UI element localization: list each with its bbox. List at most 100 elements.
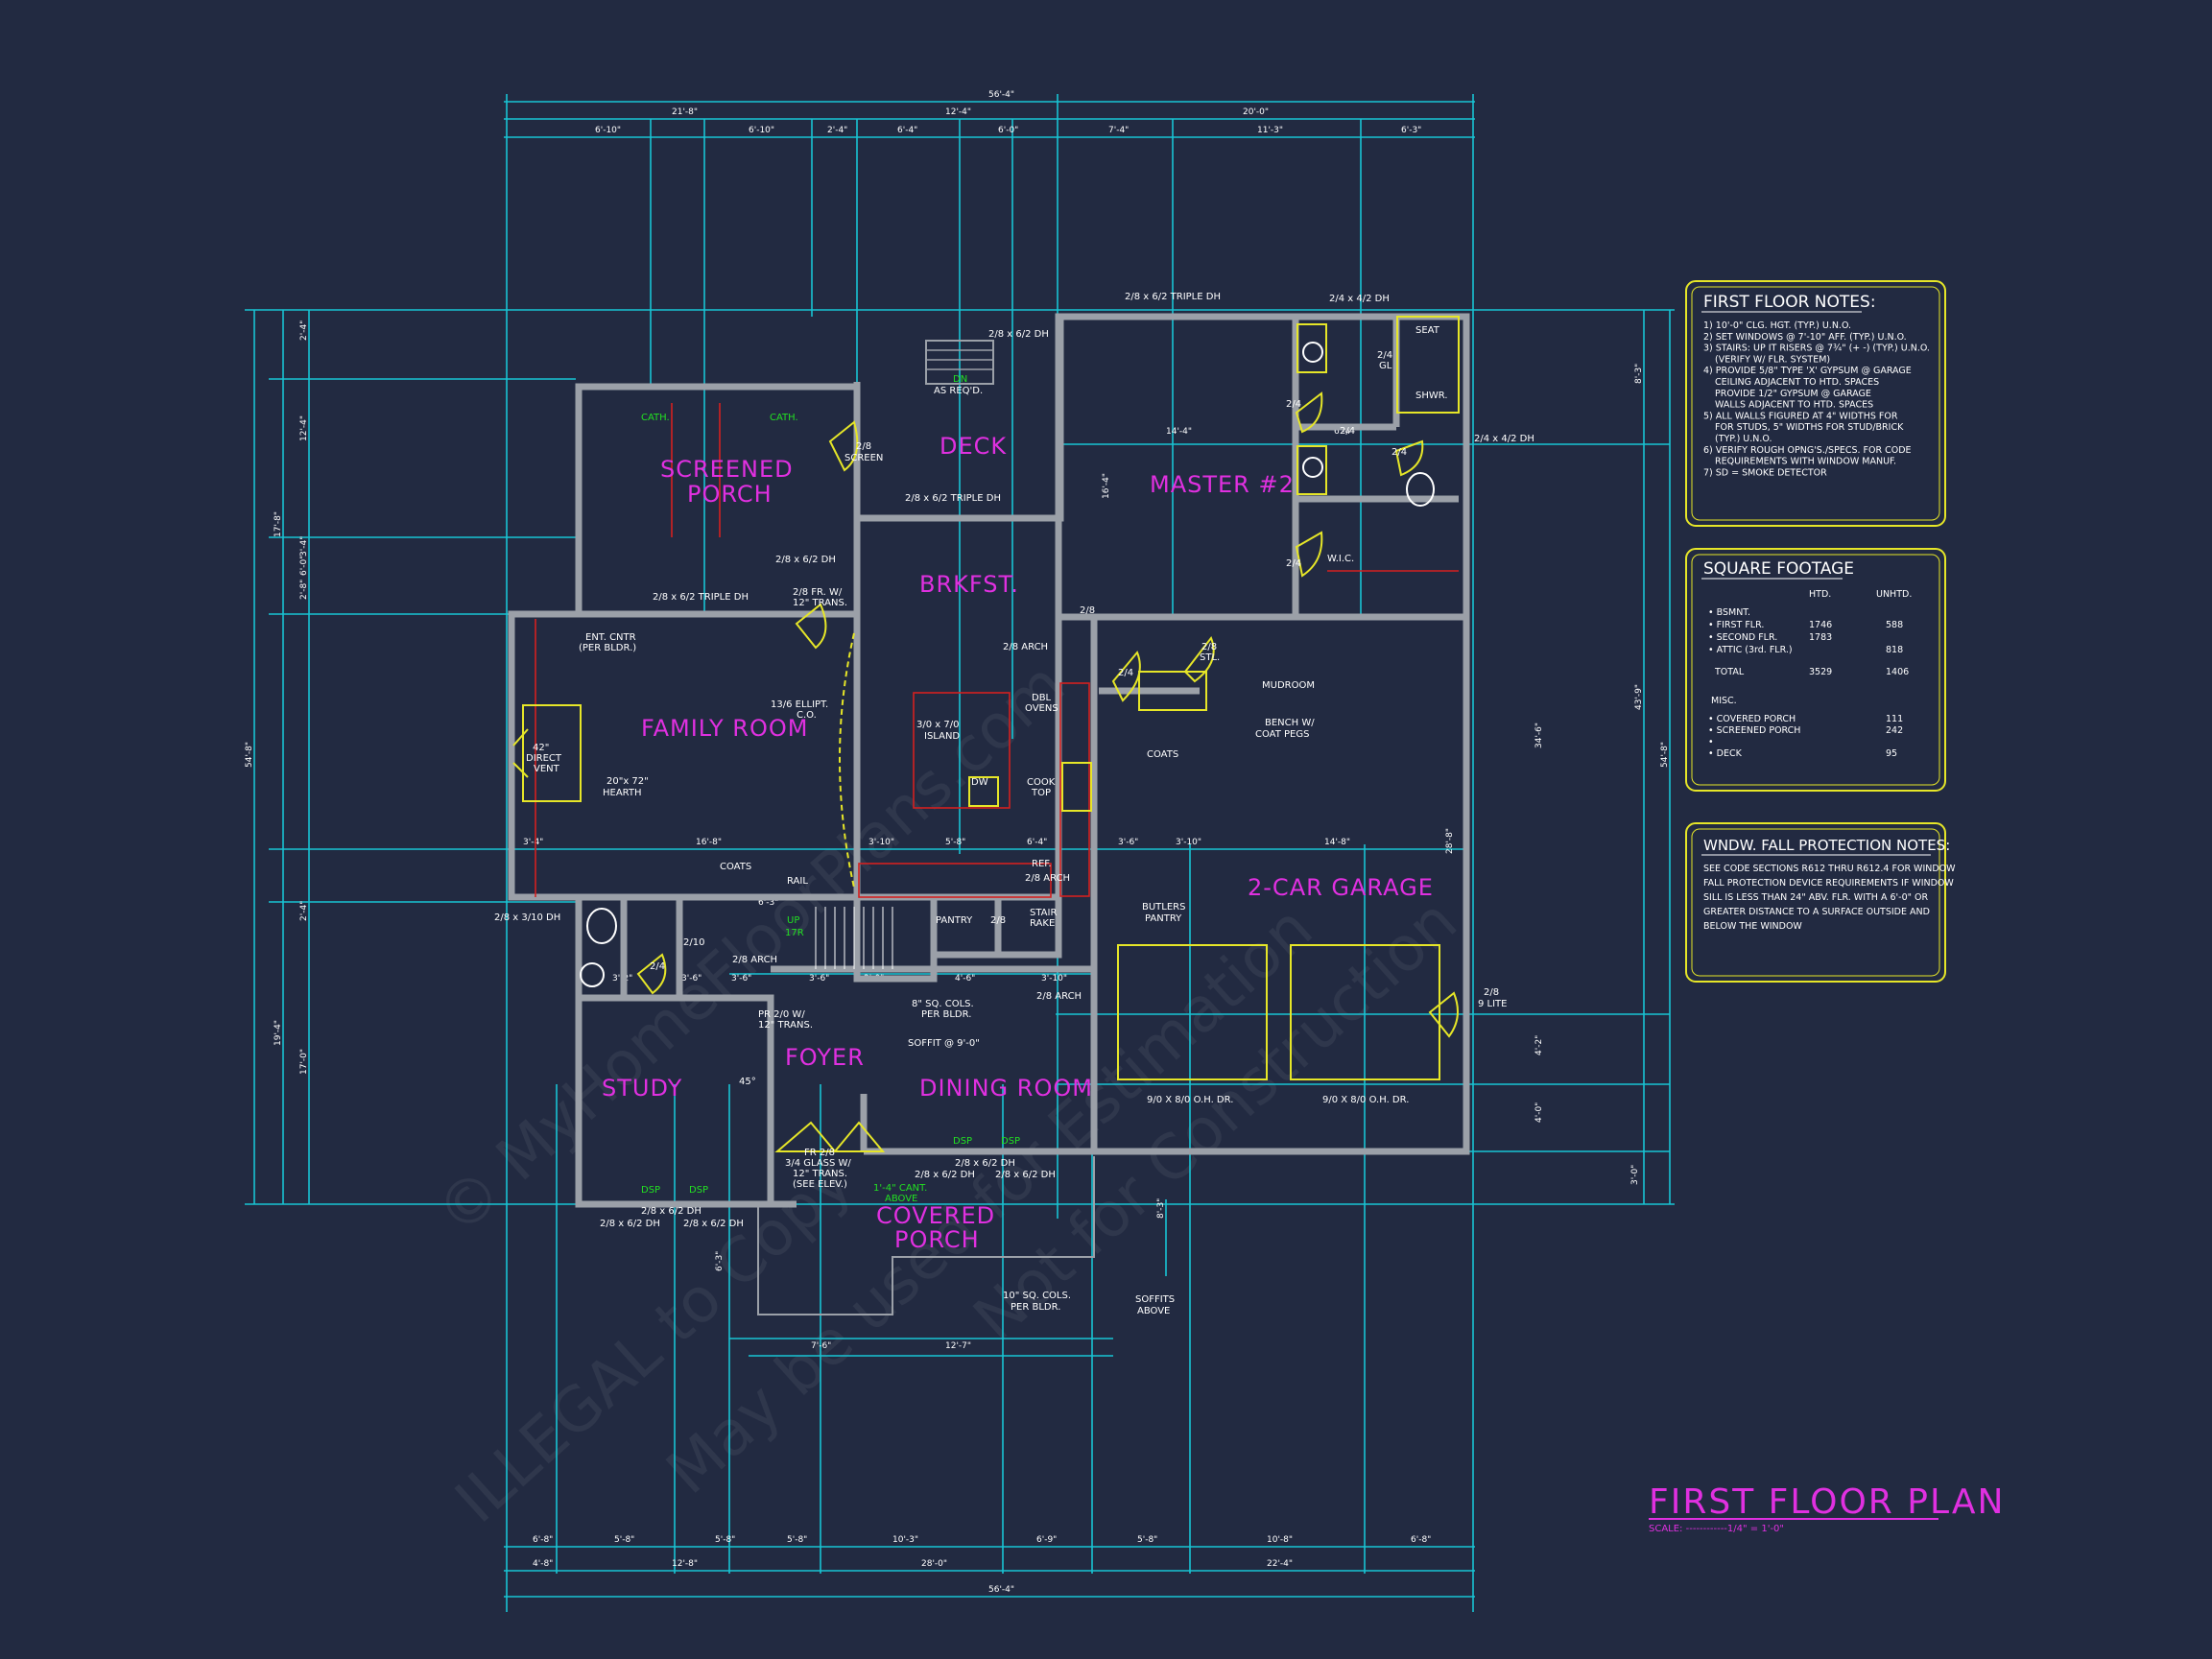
dim-int-11: 14'-8" — [1324, 838, 1350, 847]
label-hearth-1: 20"x 72" — [607, 776, 649, 787]
label-cath-1: CATH. — [641, 413, 670, 423]
dim-bot-11: 12'-8" — [672, 1559, 698, 1569]
label-cant-2: ABOVE — [885, 1194, 917, 1204]
dim-left-8: 2'-4" — [299, 901, 309, 921]
fall-protection-box: WNDW. FALL PROTECTION NOTES: SEE CODE SE… — [1685, 822, 1956, 983]
dim-top-10: 11'-3" — [1257, 126, 1283, 135]
square-footage-box: SQUARE FOOTAGE HTD. UNHTD. • BSMNT.• FIR… — [1685, 548, 1946, 792]
dim-left-6: 6'-0" — [299, 556, 309, 576]
note-line: WALLS ADJACENT TO HTD. SPACES — [1715, 400, 1873, 411]
dim-right-5: 4'-0" — [1534, 1102, 1544, 1123]
dim-int-7: 5'-8" — [945, 838, 965, 847]
sqft-misc-title: MISC. — [1711, 696, 1737, 706]
note-line: FOR STUDS, 5" WIDTHS FOR STUD/BRICK — [1715, 422, 1904, 433]
walls — [508, 313, 1470, 1315]
label-dsp-dining-1: DSP — [953, 1136, 972, 1147]
misc-row-label: • DECK — [1708, 748, 1743, 759]
note-line: 2) SET WINDOWS @ 7'-10" AFF. (TYP.) U.N.… — [1703, 332, 1907, 343]
label-door-28-pantry: 2/8 — [990, 915, 1006, 926]
label-as-reqd: AS REQ'D. — [934, 386, 983, 396]
dim-int-22: 12'-7" — [945, 1341, 971, 1351]
notes-title: FIRST FLOOR NOTES: — [1703, 293, 1876, 312]
sqft-row-htd: 3529 — [1809, 667, 1832, 677]
dim-int-20: 3'-10" — [1041, 974, 1067, 984]
label-nine-lite-2: 9 LITE — [1478, 999, 1508, 1009]
room-study: STUDY — [602, 1075, 682, 1102]
label-door-gl-2: GL — [1379, 361, 1392, 371]
misc-row-label: • SCREENED PORCH — [1708, 725, 1800, 736]
label-bench-1: BENCH W/ — [1265, 718, 1315, 728]
label-dh-study-1: 2/8 x 6/2 DH — [641, 1206, 702, 1217]
label-ellipt-1: 13/6 ELLIPT. — [771, 699, 828, 710]
label-door-24-d: 2/4 — [1286, 558, 1301, 569]
label-up: UP — [787, 915, 799, 926]
dim-top-overall: 56'-4" — [988, 90, 1014, 100]
sqft-row-label: • FIRST FLR. — [1708, 620, 1764, 630]
label-cant-1: 1'-4" CANT. — [873, 1183, 927, 1194]
dim-bot-13: 22'-4" — [1267, 1559, 1293, 1569]
label-ent-cntr-2: (PER BLDR.) — [579, 643, 636, 653]
label-ellipt-2: C.O. — [797, 710, 817, 721]
label-ref: REF. — [1032, 859, 1052, 869]
label-door-28: 2/8 — [1080, 605, 1095, 616]
dim-top-6: 2'-4" — [827, 126, 847, 135]
label-door-28-stl-2: STL. — [1200, 652, 1220, 663]
dim-int-24: 6'-3" — [715, 1251, 725, 1271]
label-stair-rake-1: STAIR — [1030, 908, 1057, 918]
dim-top-5: 6'-10" — [749, 126, 774, 135]
misc-row-value: 95 — [1886, 748, 1897, 759]
label-rail: RAIL — [787, 876, 808, 887]
label-screen-2: SCREEN — [844, 453, 883, 463]
room-covered-porch-2: PORCH — [894, 1226, 980, 1253]
dim-bot-7: 5'-8" — [1137, 1535, 1157, 1545]
dim-left-overall: 54'-8" — [245, 742, 254, 768]
label-pr-trans-2: 12" TRANS. — [758, 1020, 813, 1031]
dim-int-6: 3'-10" — [868, 838, 894, 847]
room-master: MASTER #2 — [1150, 471, 1295, 498]
label-door-24-a: 2/4 — [1286, 399, 1301, 410]
label-cook-top-2: TOP — [1031, 788, 1051, 798]
label-door-210: 2/10 — [683, 937, 704, 948]
label-soffits-1: SOFFITS — [1135, 1294, 1175, 1305]
label-fr-trans-2: 12" TRANS. — [793, 598, 847, 608]
misc-row-value: 111 — [1886, 714, 1903, 724]
sqft-row-htd: 1783 — [1809, 632, 1832, 643]
fall-title: WNDW. FALL PROTECTION NOTES: — [1703, 837, 1950, 854]
dim-int-9: 3'-6" — [1118, 838, 1138, 847]
dim-bot-3: 5'-8" — [715, 1535, 735, 1545]
label-ref-arch: 2/8 ARCH — [1025, 873, 1070, 884]
label-up-risers: 17R — [785, 928, 804, 938]
dim-right-3: 34'-6" — [1534, 723, 1544, 748]
label-dbl-ovens-2: OVENS — [1025, 703, 1058, 714]
dim-top-3: 20'-0" — [1243, 107, 1269, 117]
label-triple-dh-top: 2/8 x 6/2 TRIPLE DH — [1125, 292, 1221, 302]
sqft-row-htd: 1746 — [1809, 620, 1832, 630]
label-door-24-b: 2/4 — [1340, 426, 1355, 437]
label-dsp-study-2: DSP — [689, 1185, 708, 1196]
dim-top-4: 6'-10" — [595, 126, 621, 135]
label-entry-4: (SEE ELEV.) — [793, 1179, 847, 1190]
label-dh-310: 2/8 x 3/10 DH — [494, 912, 560, 923]
dim-int-10: 3'-10" — [1176, 838, 1201, 847]
dim-bot-5: 10'-3" — [892, 1535, 918, 1545]
note-line: (TYP.) U.N.O. — [1715, 434, 1772, 444]
label-door-gl-1: 2/4 — [1377, 350, 1392, 361]
label-cols-10-2: PER BLDR. — [1011, 1302, 1060, 1313]
note-line: REQUIREMENTS WITH WINDOW MANUF. — [1715, 457, 1896, 467]
dim-top-1: 21'-8" — [672, 107, 698, 117]
label-entry-2: 3/4 GLASS W/ — [785, 1158, 851, 1169]
note-line: 7) SD = SMOKE DETECTOR — [1703, 467, 1827, 478]
label-pr-trans-1: PR 2/0 W/ — [758, 1009, 805, 1020]
label-pantry: PANTRY — [936, 915, 973, 926]
sqft-header-htd: HTD. — [1809, 589, 1831, 600]
fall-line: BELOW THE WINDOW — [1703, 921, 1802, 932]
label-triple-dh-deck: 2/8 x 6/2 TRIPLE DH — [905, 493, 1001, 504]
dim-top-9: 7'-4" — [1108, 126, 1129, 135]
fall-line: SILL IS LESS THAN 24" ABV. FLR. WITH A 6… — [1703, 892, 1928, 903]
dim-int-17: 3'-6" — [809, 974, 829, 984]
first-floor-notes: FIRST FLOOR NOTES: 1) 10'-0" CLG. HGT. (… — [1685, 280, 1946, 527]
label-fr-trans-1: 2/8 FR. W/ — [793, 587, 843, 598]
plan-scale: SCALE: ------------1/4" = 1'-0" — [1649, 1524, 1784, 1534]
dim-bot-10: 4'-8" — [533, 1559, 553, 1569]
fall-line: GREATER DISTANCE TO A SURFACE OUTSIDE AN… — [1703, 907, 1930, 917]
